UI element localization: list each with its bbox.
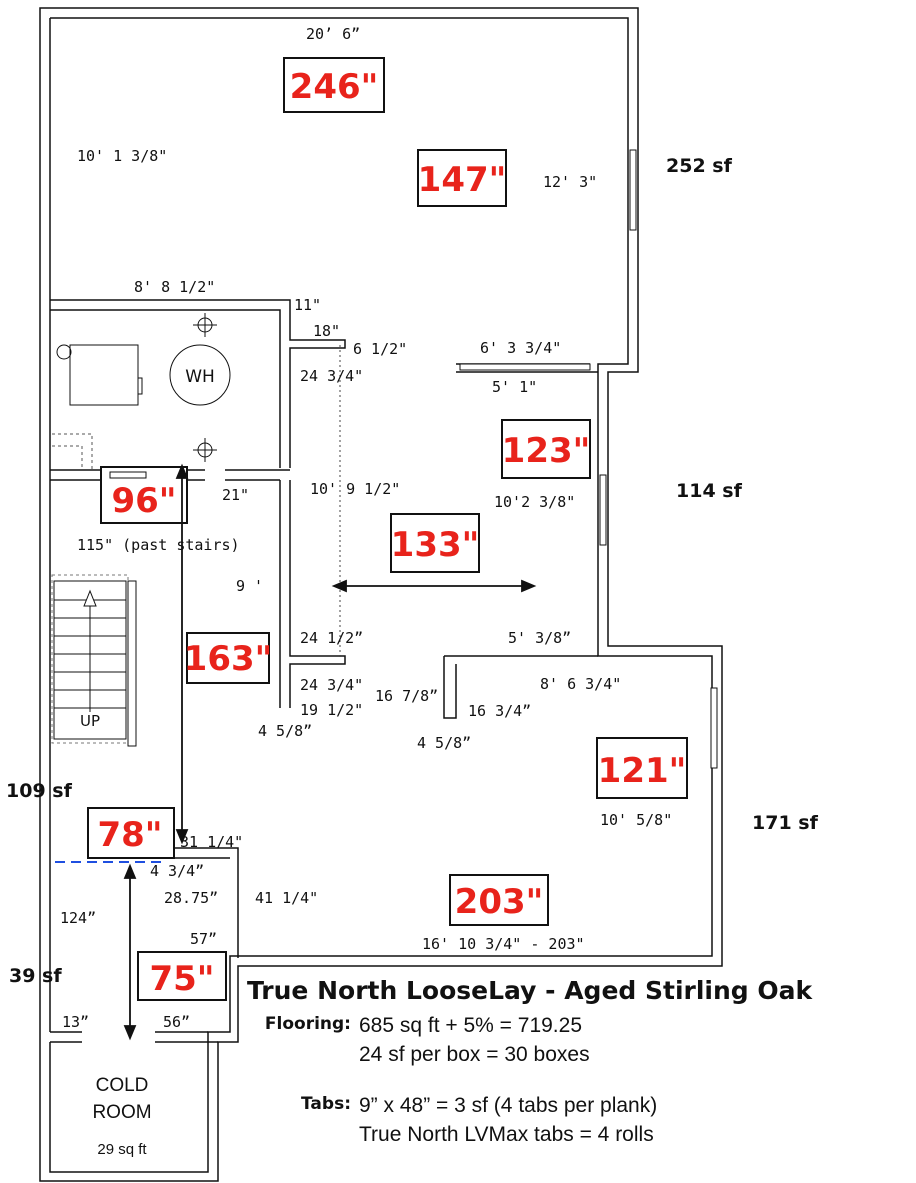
red-box-75: 75" xyxy=(149,959,214,999)
dim-width-6-3-75: 6' 3 3/4" xyxy=(480,339,561,357)
area-labels: 252 sf 114 sf 171 sf 109 sf 39 sf xyxy=(6,155,819,987)
tabs-label: Tabs: xyxy=(301,1094,351,1114)
area-right-room: 171 sf xyxy=(752,812,819,834)
dim-wall-4-625b: 4 5/8” xyxy=(417,734,471,752)
dim-hall-length: 10' 9 1/2" xyxy=(310,480,400,498)
measurement-arrows xyxy=(123,463,537,1041)
flooring-row: Flooring: 685 sq ft + 5% = 719.25 24 sf … xyxy=(247,1011,887,1069)
water-heater-label: WH xyxy=(185,367,215,387)
red-box-203: 203" xyxy=(455,882,544,922)
dim-wall-56: 56” xyxy=(163,1013,190,1031)
dim-wall-57: 57” xyxy=(190,930,217,948)
dim-wall-21: 21" xyxy=(222,486,249,504)
area-lower-left: 39 sf xyxy=(9,965,62,987)
windows xyxy=(109,149,718,769)
water-heater-icon: WH xyxy=(169,344,231,406)
dimension-labels: 20’ 6” 10' 1 3/8" 12' 3" 8' 8 1/2" 11" 1… xyxy=(60,25,672,1031)
cold-room-line2: ROOM xyxy=(92,1102,151,1123)
red-box-123: 123" xyxy=(502,431,591,471)
dim-wall-4-625a: 4 5/8” xyxy=(258,722,312,740)
flooring-notes: True North LooseLay - Aged Stirling Oak … xyxy=(247,976,887,1149)
dim-top-lower-width: 8' 8 1/2" xyxy=(134,278,215,296)
dim-wall-16-75: 16 3/4” xyxy=(468,702,531,720)
red-box-133: 133" xyxy=(391,525,480,565)
flooring-label: Flooring: xyxy=(264,1014,351,1034)
stairs-icon xyxy=(51,574,137,747)
stairs-label: UP xyxy=(80,712,100,730)
tabs-line-2: True North LVMax tabs = 4 rolls xyxy=(359,1123,654,1146)
dashed-closet xyxy=(52,433,93,470)
red-box-96: 96" xyxy=(111,481,176,521)
dim-bottom-width: 16' 10 3/4" - 203" xyxy=(422,935,585,953)
dim-wall-41-25: 41 1/4" xyxy=(255,889,318,907)
dim-width-5-1: 5' 1" xyxy=(492,378,537,396)
dim-wall-11: 11" xyxy=(294,296,321,314)
dim-top-left-height: 10' 1 3/8" xyxy=(77,147,167,165)
dim-top-right-height: 12' 3" xyxy=(543,173,597,191)
dim-wall-4-75: 4 3/4” xyxy=(150,862,204,880)
red-box-147: 147" xyxy=(418,160,507,200)
cold-room-area: 29 sq ft xyxy=(97,1141,147,1158)
dim-nine-ft: 9 ' xyxy=(236,577,263,595)
furnace-icon xyxy=(56,344,143,406)
tabs-line-1: 9” x 48” = 3 sf (4 tabs per plank) xyxy=(359,1094,658,1117)
red-box-163: 163" xyxy=(184,639,273,679)
light-fixture-icon xyxy=(193,313,217,462)
dim-right-hall-length: 10'2 3/8" xyxy=(494,493,575,511)
dim-wall-24-75b: 24 3/4" xyxy=(300,676,363,694)
dim-wall-6-5: 6 1/2" xyxy=(353,340,407,358)
red-box-246: 246" xyxy=(290,67,379,107)
cold-room-line1: COLD xyxy=(96,1075,149,1096)
dim-wall-19-5: 19 1/2" xyxy=(300,701,363,719)
dim-wall-18: 18" xyxy=(313,322,340,340)
notes-title: True North LooseLay - Aged Stirling Oak xyxy=(247,976,813,1005)
flooring-line-1: 685 sq ft + 5% = 719.25 xyxy=(359,1014,583,1037)
red-box-121: 121" xyxy=(598,751,687,791)
dim-past-stairs: 115" (past stairs) xyxy=(77,536,240,554)
dim-wall-13: 13” xyxy=(62,1013,89,1031)
dim-wall-16-875: 16 7/8” xyxy=(375,687,438,705)
dim-wall-28-75: 28.75” xyxy=(164,889,218,907)
flooring-line-2: 24 sf per box = 30 boxes xyxy=(359,1043,590,1066)
dim-wall-24-5: 24 1/2” xyxy=(300,629,363,647)
red-measurement-boxes: 246" 147" 123" 96" 133" 163" 121" 78" 20… xyxy=(87,57,688,1001)
area-top-room: 252 sf xyxy=(666,155,733,177)
tabs-row: Tabs: 9” x 48” = 3 sf (4 tabs per plank)… xyxy=(247,1091,887,1149)
dim-wall-31-25: 31 1/4" xyxy=(180,833,243,851)
dim-right-room-height: 10' 5/8" xyxy=(600,811,672,829)
area-left-hall: 109 sf xyxy=(6,780,73,802)
cold-room: COLD ROOM 29 sq ft xyxy=(92,1075,151,1158)
dim-width-5-3-375: 5' 3/8” xyxy=(508,629,571,647)
dim-width-8-6-75: 8' 6 3/4" xyxy=(540,675,621,693)
dim-top-width: 20’ 6” xyxy=(306,25,360,43)
dim-wall-24-75a: 24 3/4" xyxy=(300,367,363,385)
red-box-78: 78" xyxy=(97,815,162,855)
area-middle: 114 sf xyxy=(676,480,743,502)
dim-left-124: 124” xyxy=(60,909,96,927)
